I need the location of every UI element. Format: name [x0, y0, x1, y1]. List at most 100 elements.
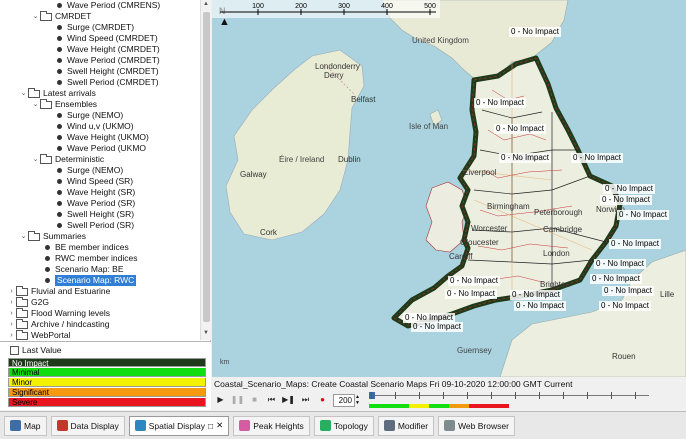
impact-label[interactable]: 0 - No Impact	[599, 301, 652, 311]
tree-item[interactable]: Wave Period (CMRENS)	[55, 0, 160, 11]
map-view[interactable]: N▲ United KingdomLondonderryDerryBelfast…	[212, 0, 686, 377]
expand-down-icon[interactable]: ⌄	[32, 101, 39, 108]
tab-spatial-display[interactable]: Spatial Display□✕	[128, 415, 230, 436]
impact-label[interactable]: 0 - No Impact	[594, 259, 647, 269]
tree-item[interactable]: Wave Period (SR)	[55, 198, 135, 209]
last-value-toggle[interactable]: Last Value	[10, 345, 62, 355]
tree-folder[interactable]: ›Archive / hindcasting	[7, 318, 109, 330]
impact-label[interactable]: 0 - No Impact	[609, 239, 662, 249]
expand-down-icon[interactable]: ⌄	[20, 233, 27, 240]
tree-scrollbar[interactable]: ▲ ▼	[200, 0, 211, 340]
tree-folder[interactable]: ⌄Deterministic	[31, 153, 104, 165]
tree-item[interactable]: Surge (NEMO)	[55, 165, 123, 176]
record-icon[interactable]: ●	[320, 395, 325, 404]
maximize-icon[interactable]: □	[207, 420, 214, 431]
place-label: Londonderry	[315, 62, 360, 71]
tree-item[interactable]: Scenario Map: RWC	[43, 275, 137, 286]
tree-item[interactable]: Swell Period (SR)	[55, 220, 134, 231]
collapse-right-icon[interactable]: ›	[10, 299, 13, 306]
impact-label[interactable]: 0 - No Impact	[445, 289, 498, 299]
tree-item[interactable]: Swell Height (CMRDET)	[55, 66, 159, 77]
timeline-handle[interactable]	[369, 392, 375, 399]
tab-peak-heights[interactable]: Peak Heights	[233, 415, 310, 436]
map-canvas[interactable]	[212, 0, 686, 377]
tree-folder[interactable]: ⌄Latest arrivals	[19, 87, 96, 99]
collapse-right-icon[interactable]: ›	[10, 321, 13, 328]
last-step-icon[interactable]: ⏭	[301, 395, 310, 404]
impact-label[interactable]: 0 - No Impact	[499, 153, 552, 163]
speed-input[interactable]: 200	[333, 393, 355, 407]
tree-item[interactable]: Wind Speed (SR)	[55, 176, 133, 187]
tree-item[interactable]: Wind Speed (CMRDET)	[55, 33, 158, 44]
collapse-right-icon[interactable]: ›	[10, 310, 13, 317]
scroll-down-icon[interactable]: ▼	[203, 330, 209, 336]
play-icon[interactable]: ▶	[217, 395, 224, 404]
impact-label[interactable]: 0 - No Impact	[571, 153, 624, 163]
timeline-slider[interactable]	[369, 391, 649, 409]
bullet-icon	[57, 146, 62, 151]
impact-label[interactable]: 0 - No Impact	[617, 210, 670, 220]
pause-icon[interactable]: ❚❚	[230, 395, 245, 404]
tree-item[interactable]: BE member indices	[43, 242, 129, 253]
tree-item[interactable]: Wave Period (CMRDET)	[55, 55, 160, 66]
bullet-icon	[45, 256, 50, 261]
tab-label: Map	[24, 420, 41, 431]
place-label: United Kingdom	[412, 36, 469, 45]
impact-label[interactable]: 0 - No Impact	[448, 276, 501, 286]
tab-map[interactable]: Map	[4, 415, 47, 436]
timeline-tick	[467, 392, 468, 399]
tree-label: Ensembles	[55, 99, 98, 109]
impact-label[interactable]: 0 - No Impact	[514, 301, 567, 311]
expand-down-icon[interactable]: ⌄	[32, 13, 39, 20]
tree-folder[interactable]: ›Flood Warning levels	[7, 307, 110, 319]
step-forward-icon[interactable]: ▶❚	[282, 395, 295, 404]
impact-label[interactable]: 0 - No Impact	[411, 322, 464, 332]
tree-item[interactable]: Wave Height (UKMO)	[55, 132, 149, 143]
bullet-icon	[57, 80, 62, 85]
tree-item[interactable]: Scenario Map: BE	[43, 264, 124, 275]
tab-topology[interactable]: Topology	[313, 415, 374, 436]
impact-label[interactable]: 0 - No Impact	[509, 27, 562, 37]
tree-item[interactable]: Wave Height (SR)	[55, 187, 135, 198]
tree-item[interactable]: Surge (CMRDET)	[55, 22, 134, 33]
impact-label[interactable]: 0 - No Impact	[403, 313, 456, 323]
impact-label[interactable]: 0 - No Impact	[600, 195, 653, 205]
tree-item[interactable]: Wave Period (UKMO	[55, 143, 146, 154]
impact-label[interactable]: 0 - No Impact	[474, 98, 527, 108]
tree-label: Surge (NEMO)	[67, 110, 124, 120]
scroll-up-icon[interactable]: ▲	[203, 1, 209, 7]
tab-modifier[interactable]: Modifier	[377, 415, 435, 436]
expand-down-icon[interactable]: ⌄	[20, 90, 27, 97]
tab-data-display[interactable]: Data Display	[50, 415, 125, 436]
tree-item[interactable]: RWC member indices	[43, 253, 138, 264]
tab-label: Modifier	[397, 420, 429, 431]
impact-label[interactable]: 0 - No Impact	[510, 290, 563, 300]
tree-item[interactable]: Wave Height (CMRDET)	[55, 44, 160, 55]
impact-label[interactable]: 0 - No Impact	[590, 274, 643, 284]
tab-web-browser[interactable]: Web Browser	[438, 415, 515, 436]
tree-folder[interactable]: ⌄Summaries	[19, 230, 86, 242]
tree-folder[interactable]: ›WebPortal	[7, 329, 71, 340]
tree-item[interactable]: Swell Period (CMRDET)	[55, 77, 159, 88]
first-step-icon[interactable]: ⏮	[267, 395, 276, 404]
tree-item[interactable]: Surge (NEMO)	[55, 110, 123, 121]
collapse-right-icon[interactable]: ›	[10, 288, 13, 295]
expand-down-icon[interactable]: ⌄	[32, 156, 39, 163]
tree-folder[interactable]: ›G2G	[7, 296, 49, 308]
impact-label[interactable]: 0 - No Impact	[602, 286, 655, 296]
tree-scrollbar-thumb[interactable]	[203, 12, 210, 322]
tree-item[interactable]: Wind u,v (UKMO)	[55, 121, 134, 132]
last-value-checkbox[interactable]	[10, 345, 19, 355]
close-icon[interactable]: ✕	[216, 420, 224, 430]
tree-label: Scenario Map: BE	[55, 264, 124, 274]
impact-label[interactable]: 0 - No Impact	[603, 184, 656, 194]
tree-folder[interactable]: ›Fluvial and Estuarine	[7, 285, 110, 297]
place-label: Peterborough	[534, 208, 583, 217]
tree-item[interactable]: Swell Height (SR)	[55, 209, 134, 220]
stop-icon[interactable]: ■	[252, 395, 257, 404]
tree-folder[interactable]: ⌄CMRDET	[31, 10, 91, 22]
collapse-right-icon[interactable]: ›	[10, 332, 13, 339]
speed-spinner-icon[interactable]: ▲▼	[355, 393, 360, 406]
impact-label[interactable]: 0 - No Impact	[494, 124, 547, 134]
tree-folder[interactable]: ⌄ Ensembles	[31, 98, 98, 110]
